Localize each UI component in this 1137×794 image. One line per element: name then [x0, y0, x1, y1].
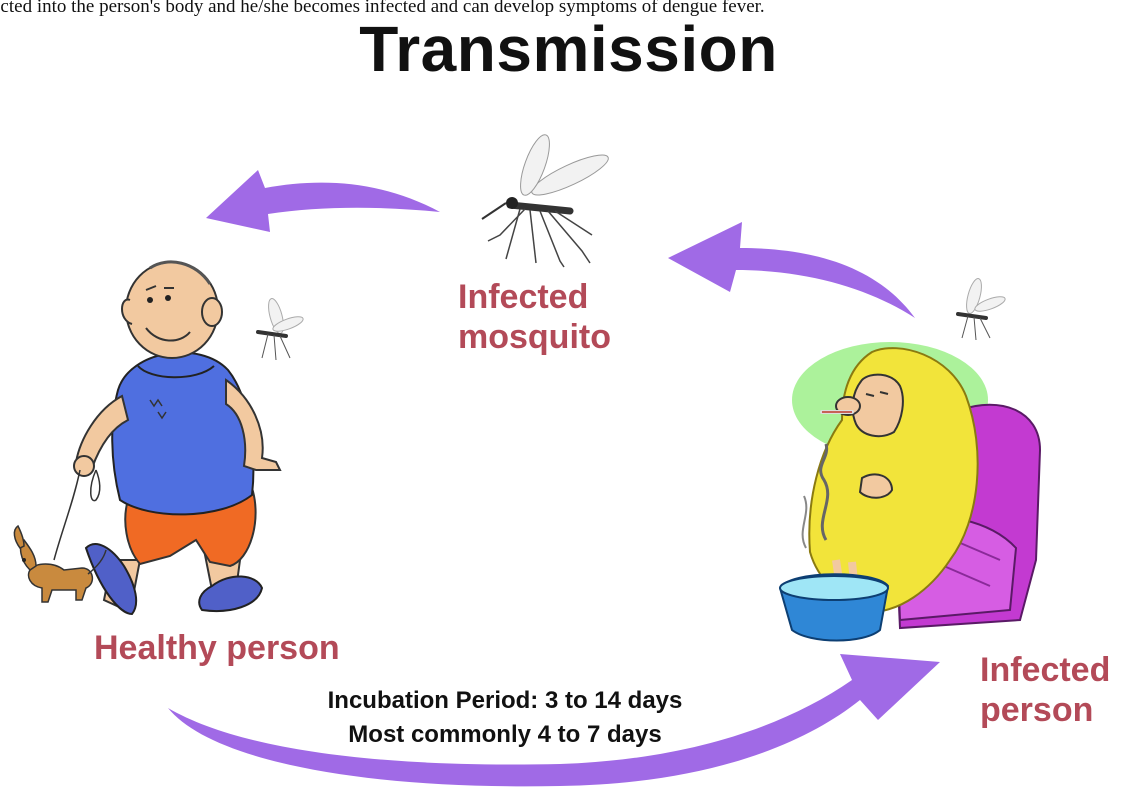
label-infected-person: Infected person — [980, 650, 1130, 730]
infected-person-illustration — [780, 342, 1040, 641]
healthy-person-illustration — [54, 262, 280, 614]
mosquito-icon — [482, 132, 612, 267]
label-healthy-person: Healthy person — [94, 628, 340, 668]
label-infected-person-text: Infected person — [980, 650, 1130, 730]
mosquito-icon — [258, 297, 305, 360]
incubation-common-line: Most commonly 4 to 7 days — [250, 718, 760, 752]
mosquito-icon — [958, 277, 1007, 340]
cycle-arrow-top-right — [668, 222, 915, 318]
incubation-period-line: Incubation Period: 3 to 14 days — [250, 684, 760, 718]
cycle-arrow-top-left — [206, 170, 440, 232]
incubation-note: Incubation Period: 3 to 14 days Most com… — [250, 684, 760, 751]
label-infected-mosquito: Infected mosquito — [458, 277, 618, 357]
label-infected-mosquito-text: Infected mosquito — [458, 277, 618, 357]
